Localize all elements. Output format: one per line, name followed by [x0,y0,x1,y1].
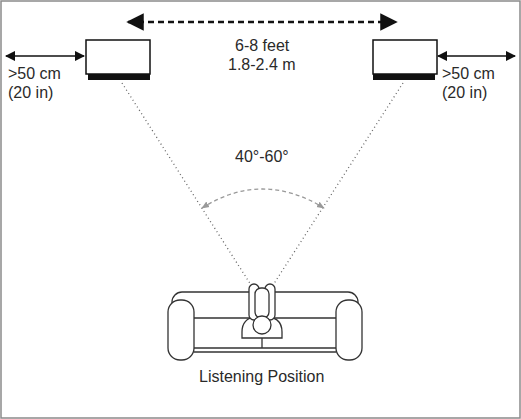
caption-label: Listening Position [199,367,324,386]
clearance-label: >50 cm (20 in) [8,64,74,102]
distance-label: 1.8-2.4 m [228,55,296,74]
angle-label: 40°-60° [235,147,289,166]
clearance-label: >50 cm (20 in) [442,64,508,102]
distance-label: 6-8 feet [235,36,289,55]
